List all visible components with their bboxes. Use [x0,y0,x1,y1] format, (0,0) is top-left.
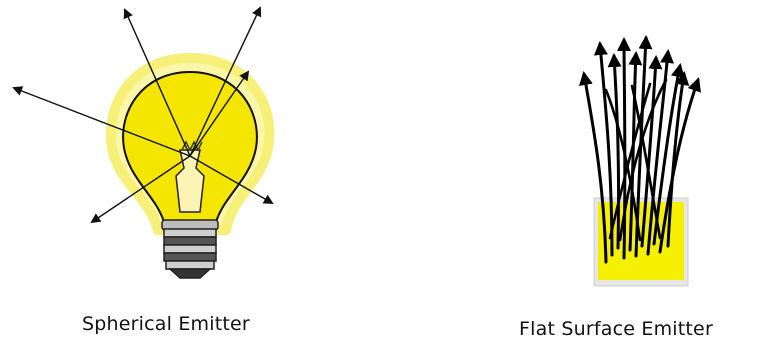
flat-surface-emitter-caption: Flat Surface Emitter [519,318,713,340]
flat-panel-emitter-icon [584,38,698,286]
light-bulb-icon [14,8,272,278]
spherical-emitter-caption: Spherical Emitter [82,313,250,335]
bulb-screw-base [164,229,216,278]
